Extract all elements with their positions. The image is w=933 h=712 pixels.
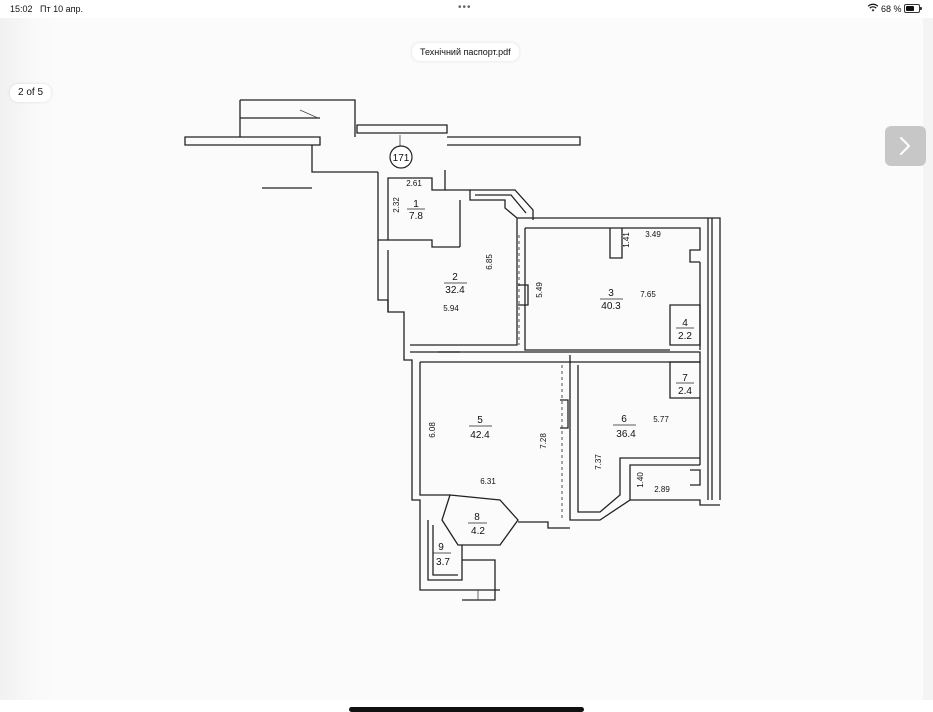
page-indicator: 2 of 5 [10, 84, 52, 102]
next-page-button[interactable] [885, 126, 926, 166]
room-area: 36.4 [616, 429, 636, 440]
page-edge-left [0, 18, 62, 700]
dimension-label: 5.77 [653, 415, 669, 424]
room-area: 7.8 [409, 211, 423, 222]
dimension-label: 5.94 [443, 304, 459, 313]
plan-circle-label: 171 [393, 153, 410, 164]
battery-percent: 68 % [881, 4, 902, 14]
room-2: 2 32.4 [444, 272, 467, 296]
battery-level [906, 6, 915, 11]
page-edge-right [923, 18, 933, 700]
room-number: 4 [682, 318, 688, 329]
dimension-label: 7.65 [640, 290, 656, 299]
floor-plan: 171 1 7.8 2 32.4 3 40.3 4 2.2 [184, 99, 721, 601]
dimension-label: 6.85 [485, 254, 494, 270]
dimension-label: 3.49 [645, 230, 661, 239]
room-number: 6 [621, 414, 627, 425]
room-1: 1 7.8 [407, 199, 425, 222]
dimension-label: 2.61 [406, 179, 422, 188]
room-4: 4 2.2 [676, 318, 694, 342]
dimension-label: 7.28 [539, 433, 548, 449]
room-number: 1 [413, 199, 419, 210]
room-area: 4.2 [471, 526, 485, 537]
document-title[interactable]: Технічний паспорт.pdf [412, 43, 519, 61]
status-date: Пт 10 апр. [40, 4, 83, 14]
dimension-label: 1.41 [622, 232, 631, 248]
room-3: 3 40.3 [600, 288, 623, 312]
dimension-label: 6.31 [480, 477, 496, 486]
status-time: 15:02 [10, 4, 33, 14]
dimension-label: 6.08 [428, 422, 437, 438]
room-area: 32.4 [445, 285, 465, 296]
dimension-label: 1.40 [636, 472, 645, 488]
chevron-right-icon [900, 137, 910, 155]
wifi-icon [868, 3, 878, 12]
document-viewer[interactable]: 171 1 7.8 2 32.4 3 40.3 4 2.2 [0, 18, 933, 712]
room-9: 9 3.7 [433, 542, 451, 568]
room-area: 3.7 [436, 557, 450, 568]
dimension-label: 5.49 [535, 282, 544, 298]
more-dots-icon[interactable]: ••• [458, 2, 472, 13]
room-number: 9 [438, 542, 444, 553]
dimension-label: 2.89 [654, 485, 670, 494]
dimension-label: 2.32 [392, 197, 401, 213]
room-area: 42.4 [470, 430, 490, 441]
room-8: 8 4.2 [468, 512, 487, 537]
room-area: 2.4 [678, 386, 692, 397]
room-5: 5 42.4 [469, 415, 492, 441]
room-area: 2.2 [678, 331, 692, 342]
room-number: 7 [682, 373, 688, 384]
battery-icon [904, 4, 922, 13]
status-bar: 15:02 Пт 10 апр. ••• 68 % [0, 0, 933, 18]
room-6: 6 36.4 [613, 414, 636, 440]
plan-circle-marker [389, 145, 413, 169]
home-indicator[interactable] [349, 707, 584, 712]
room-number: 2 [452, 272, 458, 283]
room-7: 7 2.4 [676, 373, 694, 397]
room-number: 3 [608, 288, 614, 299]
room-area: 40.3 [601, 301, 621, 312]
room-number: 8 [474, 512, 480, 523]
dimension-label: 7.37 [594, 454, 603, 470]
room-number: 5 [477, 415, 483, 426]
